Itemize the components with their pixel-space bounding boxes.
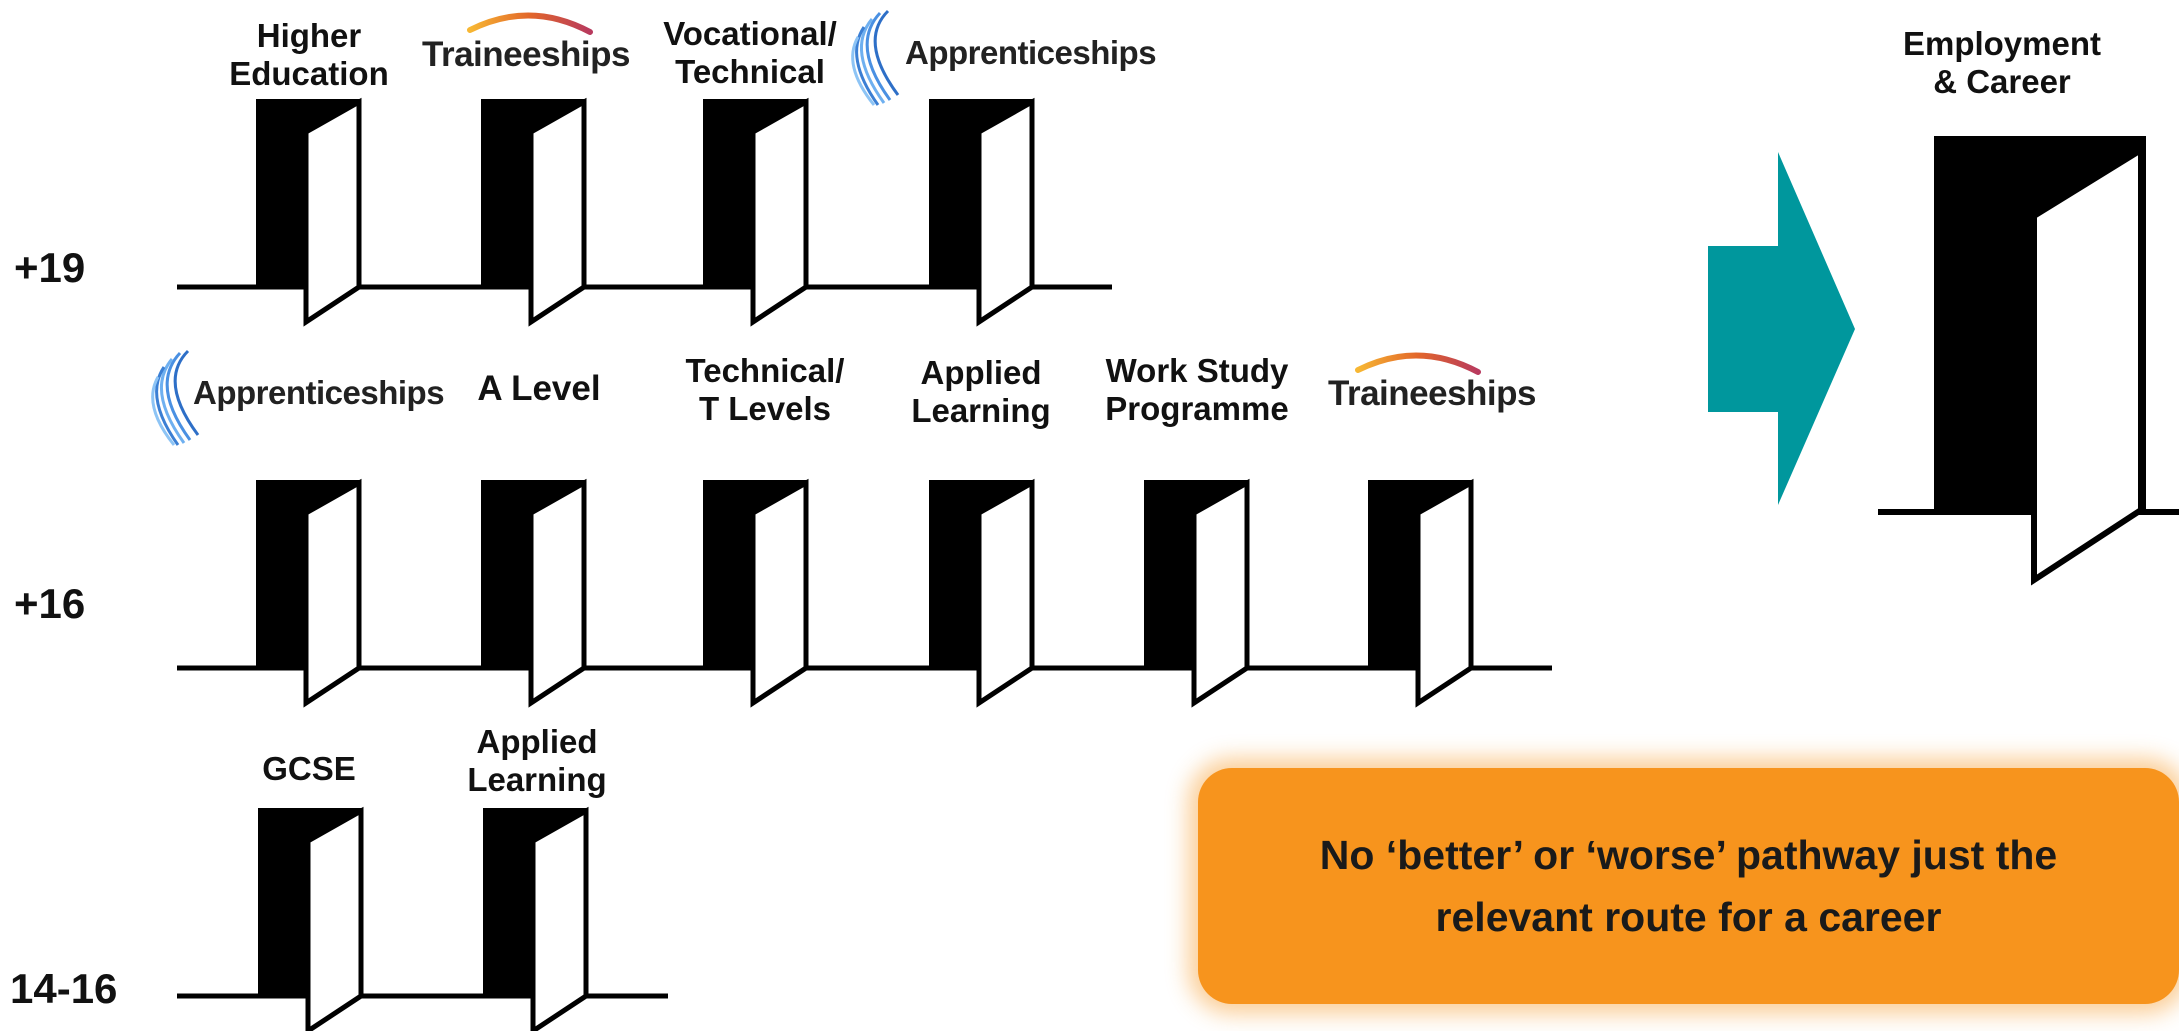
traineeships-logo: Traineeships	[1328, 374, 1536, 413]
apprenticeships-logo: Apprenticeships	[905, 34, 1157, 71]
label-work-study-programme: Work Study Programme	[1105, 352, 1289, 427]
traineeships-arc-icon	[467, 12, 593, 35]
employment-door-panel-icon	[2031, 144, 2144, 586]
apprenticeships-swirl-icon	[851, 9, 900, 106]
label-applied-learning-16: Applied Learning	[911, 354, 1051, 429]
label-higher-education: Higher Education	[229, 17, 389, 92]
label-a-level: A Level	[477, 369, 601, 408]
callout-box: No ‘better’ or ‘worse’ pathway just the …	[1198, 768, 2179, 1004]
age-label-16: +16	[14, 580, 86, 627]
callout-text: No ‘better’ or ‘worse’ pathway just the …	[1319, 832, 2058, 940]
age-label-14-16: 14-16	[10, 965, 118, 1012]
traineeships-logo: Traineeships	[422, 35, 630, 74]
label-vocational-technical: Vocational/ Technical	[663, 15, 837, 90]
label-technical-t-levels: Technical/ T Levels	[685, 352, 845, 427]
label-gcse: GCSE	[262, 750, 356, 787]
label-employment-career: Employment & Career	[1902, 25, 2102, 100]
age-label-19: +19	[14, 244, 86, 291]
right-arrow-icon	[1708, 152, 1855, 505]
apprenticeships-logo: Apprenticeships	[193, 374, 445, 411]
apprenticeships-swirl-icon	[151, 349, 200, 446]
label-applied-learning-14: Applied Learning	[467, 723, 607, 798]
traineeships-arc-icon	[1355, 352, 1481, 375]
